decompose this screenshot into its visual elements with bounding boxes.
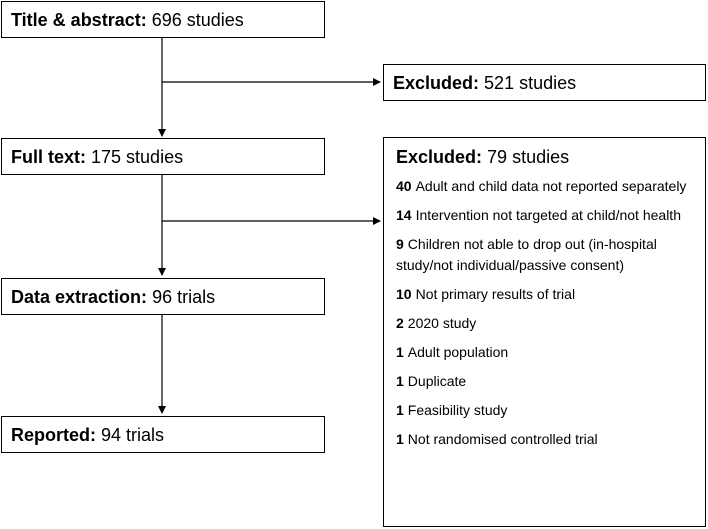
stage-label: Full text: (11, 146, 86, 167)
reason-count: 1 (396, 373, 404, 389)
full-text-box: Full text: 175 studies (1, 138, 325, 175)
excluded-heading: Excluded: 79 studies (396, 146, 695, 168)
stage-label: Reported: (11, 424, 96, 445)
reason-text: Duplicate (407, 373, 467, 389)
reason-count: 1 (396, 344, 404, 360)
reason-text: Adult population (407, 344, 509, 360)
data-extraction-box: Data extraction: 96 trials (1, 278, 325, 315)
stage-label: Title & abstract: (11, 9, 147, 30)
reason-count: 40 (396, 178, 412, 194)
excluded-label: Excluded: (396, 147, 483, 167)
reason-text: Not randomised controlled trial (407, 431, 598, 447)
excluded-value: 79 studies (487, 147, 570, 167)
reason-text: 2020 study (407, 315, 477, 331)
reason-count: 14 (396, 207, 412, 223)
stage-value: 96 trials (152, 286, 216, 307)
excluded-label: Excluded: (393, 72, 480, 93)
stage-value: 696 studies (151, 9, 244, 30)
excluded-box-1: Excluded: 521 studies (383, 64, 706, 101)
stage-value: 94 trials (101, 424, 165, 445)
reason-text: Intervention not targeted at child/not h… (415, 207, 681, 223)
reason-text: Not primary results of trial (415, 286, 576, 302)
reason-text: Adult and child data not reported separa… (415, 178, 687, 194)
title-abstract-box: Title & abstract: 696 studies (1, 1, 325, 38)
reported-box: Reported: 94 trials (1, 416, 325, 453)
reason-count: 9 (396, 236, 404, 252)
stage-value: 175 studies (91, 146, 184, 167)
reason-text: Feasibility study (407, 402, 508, 418)
reason-count: 2 (396, 315, 404, 331)
reason-count: 10 (396, 286, 412, 302)
reason-count: 1 (396, 431, 404, 447)
stage-label: Data extraction: (11, 286, 148, 307)
reason-text: Children not able to drop out (in-hospit… (396, 236, 657, 273)
excluded-value: 521 studies (484, 72, 577, 93)
reason-count: 1 (396, 402, 404, 418)
